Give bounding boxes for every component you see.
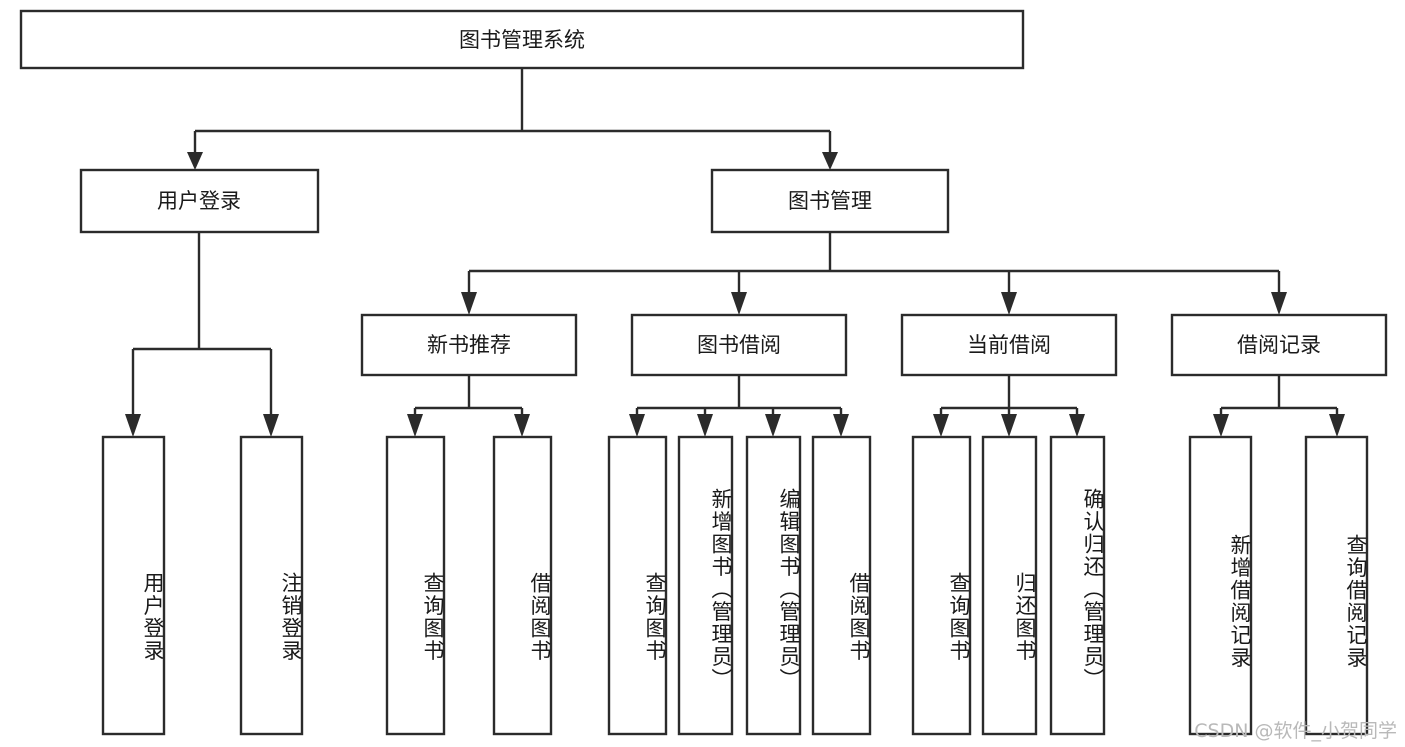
- node-current-borrow-box[interactable]: [900, 313, 1118, 377]
- node-root-box[interactable]: [19, 9, 1025, 70]
- node-user-login-label: 用户登录: [157, 189, 241, 213]
- arrowhead-leaf-query-book-3: [933, 414, 949, 437]
- connector-root-branch: [193, 68, 832, 156]
- node-current-borrow-label: 当前借阅: [967, 333, 1051, 357]
- arrowhead-leaf-user-login: [125, 414, 141, 437]
- leaf-box-logout[interactable]: [239, 435, 304, 736]
- leaf-box-query-book-1[interactable]: [385, 435, 446, 736]
- leaf-box-return-book[interactable]: [981, 435, 1038, 736]
- connectors-current-borrow-to-leaves: [933, 375, 1085, 437]
- arrowhead-new-book: [461, 292, 477, 315]
- connector-book-borrow-branch: [635, 375, 843, 418]
- arrowhead-user-login: [187, 152, 203, 170]
- arrowhead-current-borrow: [1001, 292, 1017, 315]
- node-borrow-record-box[interactable]: [1170, 313, 1388, 377]
- leaf-box-query-book-2[interactable]: [607, 435, 668, 736]
- arrowhead-leaf-add-record: [1213, 414, 1229, 437]
- connector-user-login-branch: [131, 232, 273, 418]
- connectors-new-book-to-leaves: [407, 375, 530, 437]
- arrowhead-leaf-borrow-book-2: [833, 414, 849, 437]
- arrowhead-borrow-record: [1271, 292, 1287, 315]
- arrowhead-leaf-query-book-1: [407, 414, 423, 437]
- node-book-borrow-box[interactable]: [630, 313, 848, 377]
- connectors-book-borrow-to-leaves: [629, 375, 849, 437]
- leaf-box-add-book[interactable]: [677, 435, 734, 736]
- connector-new-book-branch: [413, 375, 524, 418]
- arrowhead-leaf-borrow-book-1: [514, 414, 530, 437]
- arrowhead-leaf-query-book-2: [629, 414, 645, 437]
- arrowhead-leaf-confirm-return: [1069, 414, 1085, 437]
- watermark-label: CSDN @软件_小贺同学: [1194, 720, 1397, 742]
- connector-current-borrow-branch: [939, 375, 1079, 418]
- connector-level3-branch: [467, 232, 1281, 296]
- node-book-manage-label: 图书管理: [788, 189, 872, 213]
- node-user-login-box[interactable]: [79, 168, 320, 234]
- leaf-box-borrow-book-1[interactable]: [492, 435, 553, 736]
- node-root-label: 图书管理系统: [459, 28, 585, 52]
- node-borrow-record-label: 借阅记录: [1237, 333, 1321, 357]
- arrowhead-leaf-logout: [263, 414, 279, 437]
- arrowhead-leaf-edit-book: [765, 414, 781, 437]
- leaf-box-query-record[interactable]: [1304, 435, 1369, 736]
- node-book-borrow-label: 图书借阅: [697, 333, 781, 357]
- connectors-user-login-to-leaves: [125, 232, 279, 437]
- leaf-box-add-record[interactable]: [1188, 435, 1253, 736]
- leaf-box-borrow-book-2[interactable]: [811, 435, 872, 736]
- connectors-root-to-level2: [187, 68, 838, 170]
- arrowhead-leaf-add-book: [697, 414, 713, 437]
- leaf-box-confirm-return[interactable]: [1049, 435, 1106, 736]
- node-new-book-recommend-label: 新书推荐: [427, 333, 511, 357]
- arrowhead-leaf-return-book: [1001, 414, 1017, 437]
- node-book-manage-box[interactable]: [710, 168, 950, 234]
- leaf-box-user-login[interactable]: [101, 435, 166, 736]
- arrowhead-book-borrow: [731, 292, 747, 315]
- arrowhead-leaf-query-record: [1329, 414, 1345, 437]
- connectors-borrow-record-to-leaves: [1213, 375, 1345, 437]
- connectors-book-manage-to-level3: [461, 232, 1287, 315]
- leaf-box-edit-book[interactable]: [745, 435, 802, 736]
- connector-borrow-record-branch: [1219, 375, 1339, 418]
- node-new-book-recommend-box[interactable]: [360, 313, 578, 377]
- leaf-box-query-book-3[interactable]: [911, 435, 972, 736]
- arrowhead-book-manage: [822, 152, 838, 170]
